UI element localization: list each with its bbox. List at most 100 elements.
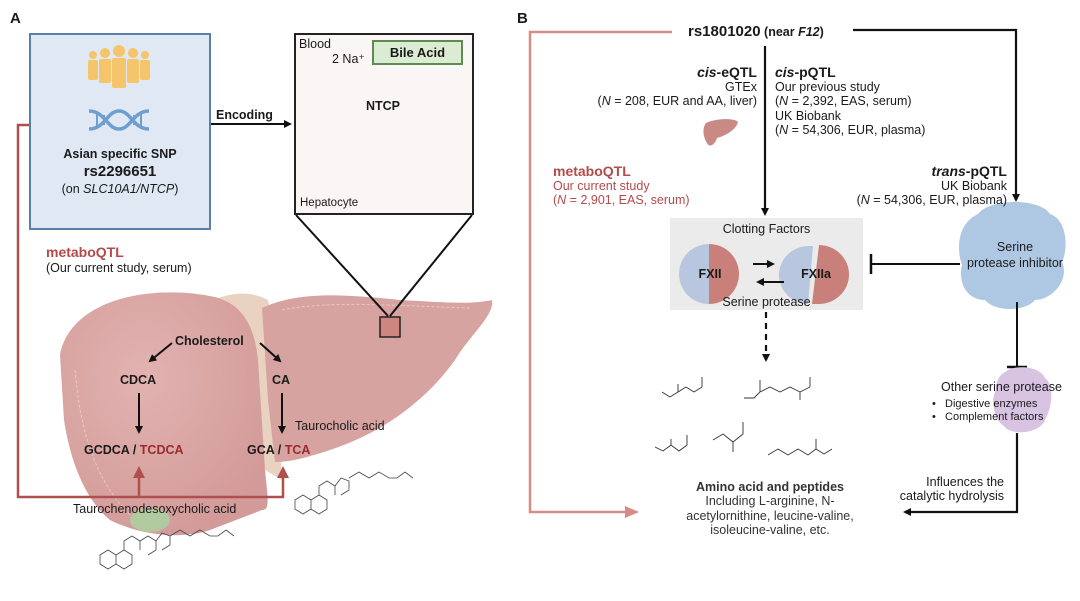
metaboqtl-b-n: (N = 2,901, EAS, serum) <box>553 193 690 208</box>
gcdca-tcdca-label: GCDCA / TCDCA <box>84 443 184 457</box>
n-rest: = 2,392, EAS, serum) <box>788 94 912 109</box>
trans-pqtl-n: (N = 54,306, EUR, plasma) <box>856 193 1007 208</box>
sodium-label: 2 Na⁺ <box>332 52 366 66</box>
snp-id: rs2296651 <box>83 163 157 180</box>
tca-label: TCA <box>284 443 311 457</box>
ca-label: CA <box>272 373 291 387</box>
other-protease-cloud <box>993 367 1052 433</box>
ntcp-label: NTCP <box>365 99 401 113</box>
other-protease-title: Other serine protease <box>941 380 1062 394</box>
gcdca-label: GCDCA <box>84 443 130 457</box>
metaboqtl-b-title: metaboQTL <box>553 163 631 179</box>
cis-pqtl-n1: (N = 2,392, EAS, serum) <box>775 94 912 109</box>
n-label: N <box>601 94 611 109</box>
amino-line3: isoleucine-valine, etc. <box>710 523 830 538</box>
amino-line2: acetylornithine, leucine-valine, <box>686 508 854 523</box>
liver-left-lobe <box>262 295 493 462</box>
hepatocyte-label: Hepatocyte <box>300 197 359 209</box>
n-prefix: ( <box>597 94 602 109</box>
bullet-item: • Digestive enzymes <box>932 398 1038 410</box>
liver-connective-tissue <box>205 293 282 480</box>
cis-pqtl-italic: cis <box>775 64 795 80</box>
taurochenodeoxycholic-acid-label: Taurochenodesoxycholic acid <box>73 502 237 516</box>
n-rest: = 2,901, EAS, serum) <box>566 193 690 208</box>
n-label: N <box>779 94 789 109</box>
amino-line1: Including L-arginine, N- <box>705 494 835 509</box>
influence-line2: catalytic hydrolysis <box>899 489 1004 504</box>
zoom-line-left <box>295 214 389 317</box>
trans-arrow <box>853 28 1020 202</box>
gca-tca-label: GCA / TCA <box>247 443 310 457</box>
blood-label: Blood <box>299 37 331 51</box>
inhibitor-label-line1: Serine <box>996 240 1034 254</box>
cis-eqtl-italic: cis <box>697 64 717 80</box>
liver-illustration <box>60 292 493 536</box>
trans-pqtl-source: UK Biobank <box>940 179 1007 194</box>
tcdca-structure <box>99 529 235 570</box>
fxiia-label: FXIIa <box>801 267 831 281</box>
cis-pqtl-n2: (N = 54,306, EUR, plasma) <box>775 123 926 138</box>
other-protease-list: • Digestive enzymes • Complement factors <box>932 398 1043 423</box>
bullet-item: • Complement factors <box>932 410 1044 423</box>
snp-gene: (on SLC10A1/NTCP) <box>31 182 209 196</box>
snp-b-header: rs1801020 (near F12) <box>688 23 824 41</box>
cis-eqtl-title: -eQTL <box>716 64 757 80</box>
metaboqtl-path-a <box>16 123 289 499</box>
bullet-digestive-enzymes: Digestive enzymes <box>945 398 1038 410</box>
liver-zoom-square <box>379 316 401 338</box>
separator: / <box>274 443 285 457</box>
gallbladder <box>130 508 170 532</box>
metaboqtl-a-subtitle: (Our current study, serum) <box>46 261 192 275</box>
metaboqtl-a-title: metaboQTL <box>46 244 124 260</box>
trans-pqtl-italic: trans <box>931 163 966 179</box>
snp-b-gene: F12 <box>798 25 820 39</box>
liver-icon <box>703 119 738 146</box>
n-label: N <box>557 193 567 208</box>
snp-b-id: rs1801020 <box>688 23 761 40</box>
bullet-complement-factors: Complement factors <box>945 410 1044 423</box>
serine-protease-inhibitor-cloud <box>958 202 1066 309</box>
snp-gene-suffix: ) <box>174 182 179 196</box>
snp-b-note-suffix: ) <box>819 25 824 39</box>
serine-protease-footer: Serine protease <box>722 295 811 309</box>
cis-pqtl-source1: Our previous study <box>775 80 880 95</box>
cis-pqtl-block: cis-pQTL Our previous study (N = 2,392, … <box>775 64 925 138</box>
snp-b-note-prefix: (near <box>760 25 799 39</box>
amino-title: Amino acid and peptides <box>696 480 844 494</box>
dna-helix-icon <box>88 109 150 131</box>
tcdca-label: TCDCA <box>139 443 184 457</box>
people-group-icon <box>88 45 150 88</box>
fxii-label: FXII <box>698 267 722 281</box>
snp-box-title: Asian specific SNP <box>63 147 177 161</box>
n-label: N <box>779 123 789 138</box>
inhibitor-label-line2: protease inhibitor <box>967 256 1063 270</box>
cis-eqtl-source: GTEx <box>725 80 757 95</box>
cis-eqtl-n: (N = 208, EUR and AA, liver) <box>560 94 757 108</box>
amino-acid-structures <box>654 377 833 456</box>
n-rest: = 54,306, EUR, plasma) <box>869 193 1007 208</box>
liver-right-lobe <box>60 292 268 536</box>
clotting-factors-title: Clotting Factors <box>722 222 811 236</box>
n-rest: = 208, EUR and AA, liver) <box>610 94 757 109</box>
trans-pqtl-block: trans-pQTL UK Biobank (N = 54,306, EUR, … <box>830 163 1007 208</box>
n-rest: = 54,306, EUR, plasma) <box>788 123 926 138</box>
zoom-line-right <box>389 214 473 317</box>
trans-pqtl-title: -pQTL <box>965 163 1007 179</box>
n-label: N <box>860 193 870 208</box>
asian-snp-box: Asian specific SNP rs2296651 (on SLC10A1… <box>29 33 211 230</box>
snp-gene-prefix: (on <box>61 182 84 196</box>
metaboqtl-b-block: metaboQTL Our current study (N = 2,901, … <box>553 163 690 208</box>
panel-label-b: B <box>517 10 528 27</box>
metaboqtl-path-b <box>528 30 672 518</box>
separator: / <box>129 443 140 457</box>
panel-label-a: A <box>10 10 21 27</box>
gca-label: GCA <box>247 443 275 457</box>
metaboqtl-b-source: Our current study <box>553 179 650 194</box>
tca-structure <box>294 471 414 515</box>
cis-eqtl-block: cis-eQTL GTEx (N = 208, EUR and AA, live… <box>560 64 757 109</box>
cholesterol-label: Cholesterol <box>175 334 244 348</box>
encoding-label: Encoding <box>216 108 273 122</box>
cis-pqtl-source2: UK Biobank <box>775 108 842 123</box>
influence-text: Influences the catalytic hydrolysis <box>880 475 1004 504</box>
cdca-label: CDCA <box>120 373 157 387</box>
